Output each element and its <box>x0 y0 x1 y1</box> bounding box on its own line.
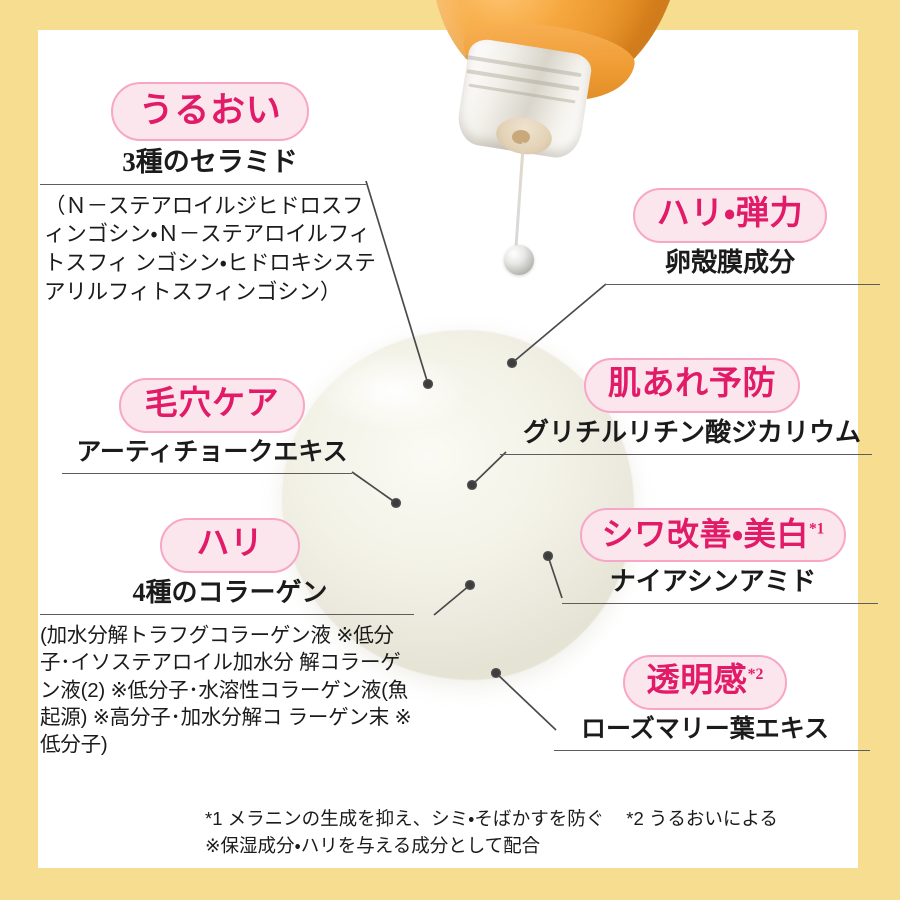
divider-keana <box>62 472 352 474</box>
divider-hari-danryoku <box>605 283 880 285</box>
badge-hari: ハリ <box>160 518 300 573</box>
ingredient-toumei: ローズマリー葉エキス <box>580 716 829 743</box>
footnote-3: ※保湿成分・ハリを与える成分として配合 <box>205 834 541 856</box>
callout-hari-danryoku: ハリ・弾力 卵殻膜成分 <box>580 188 880 285</box>
badge-uruoi: うるおい <box>110 82 310 141</box>
badge-hadaare: 肌あれ予防 <box>583 358 801 413</box>
detail-uruoi: （Ｎ－ステアロイルジヒドロスフィンゴシン・Ｎ－ステアロイルフィトスフィ ンゴシン… <box>44 193 376 305</box>
footnote-1: *1 メラニンの生成を抑え、シミ・そばかすを防ぐ <box>205 808 605 829</box>
callout-keana: 毛穴ケア アーティチョークエキス <box>62 378 362 474</box>
callout-hari: ハリ 4種のコラーゲン (加水分解トラフグコラーゲン液 ※低分子･イソステアロイ… <box>40 518 420 759</box>
detail-hari: (加水分解トラフグコラーゲン液 ※低分子･イソステアロイル加水分 解コラーゲン液… <box>40 623 412 757</box>
badge-toumei: 透明感*2 <box>622 655 788 710</box>
ingredient-hari-danryoku: 卵殻膜成分 <box>664 248 795 277</box>
divider-hadaare <box>500 453 872 455</box>
callout-toumei: 透明感*2 ローズマリー葉エキス <box>540 655 870 751</box>
ingredient-hadaare: グリチルリチン酸ジカリウム <box>522 418 861 447</box>
footnote-marker-2: *2 <box>747 666 764 683</box>
badge-shiwa: シワ改善・美白*1 <box>579 508 847 562</box>
callout-uruoi: うるおい 3種のセラミド （Ｎ－ステアロイルジヒドロスフィンゴシン・Ｎ－ステアロ… <box>40 82 380 307</box>
ingredient-uruoi: 3種のセラミド <box>122 147 298 177</box>
divider-shiwa <box>562 602 878 604</box>
badge-keana: 毛穴ケア <box>118 378 306 433</box>
footnote-marker-1: *1 <box>809 520 825 538</box>
divider-hari <box>40 613 414 615</box>
callout-shiwa: シワ改善・美白*1 ナイアシンアミド <box>548 508 878 604</box>
badge-hari-danryoku: ハリ・弾力 <box>632 188 828 243</box>
footnotes: *1 メラニンの生成を抑え、シミ・そばかすを防ぐ *2 うるおいによる ※保湿成分… <box>205 806 865 860</box>
callout-hadaare: 肌あれ予防 グリチルリチン酸ジカリウム <box>500 358 884 455</box>
footnote-line-1: *1 メラニンの生成を抑え、シミ・そばかすを防ぐ *2 うるおいによる <box>205 806 865 833</box>
ingredient-shiwa: ナイアシンアミド <box>609 567 817 596</box>
divider-toumei <box>554 749 870 751</box>
ingredient-keana: アーティチョークエキス <box>76 439 348 466</box>
ingredient-hari: 4種のコラーゲン <box>132 578 328 607</box>
divider-uruoi <box>40 183 366 185</box>
footnote-line-2: ※保湿成分・ハリを与える成分として配合 <box>205 833 865 860</box>
footnote-2: *2 うるおいによる <box>626 808 778 829</box>
